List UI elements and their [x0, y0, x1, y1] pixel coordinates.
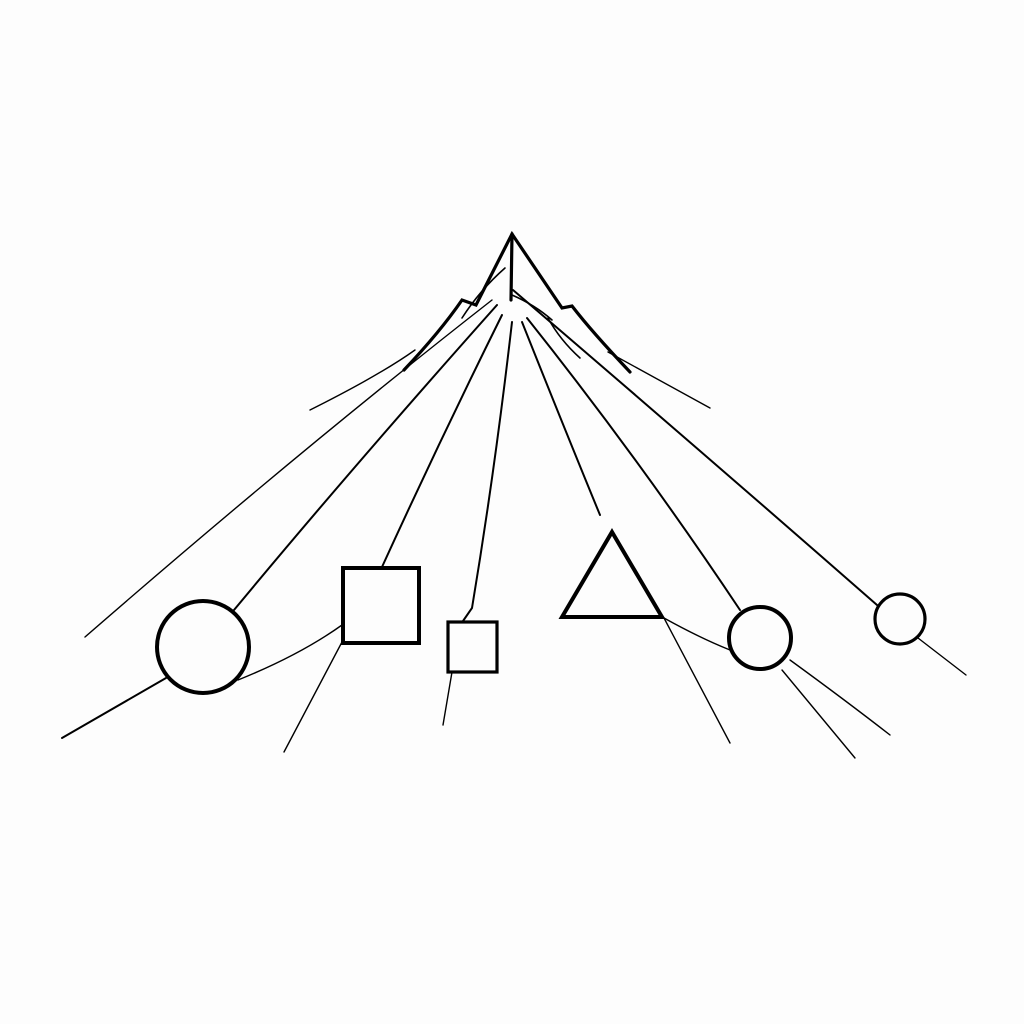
- peak-right-facet: [547, 317, 581, 359]
- small-square-icon: [446, 620, 499, 674]
- geometric-shapes: [155, 528, 927, 695]
- ray-to-triangle: [521, 321, 601, 516]
- ray-circle-to-square: [237, 624, 343, 681]
- large-square-icon: [341, 566, 421, 645]
- mountain-slopes: [309, 349, 711, 411]
- ray-to-small-circle: [512, 289, 878, 606]
- ray-medium-circle-tail-b: [789, 659, 891, 736]
- ray-small-square-tail: [442, 671, 453, 726]
- right-slope-line: [607, 351, 711, 409]
- ray-large-square-tail: [283, 641, 343, 753]
- ray-medium-circle-tail-a: [781, 669, 856, 759]
- peak-center-facet: [511, 294, 553, 321]
- ray-to-large-square: [381, 314, 503, 568]
- ray-triangle-tail: [663, 617, 731, 744]
- mountain-peak: [402, 230, 632, 374]
- ray-to-medium-circle: [526, 317, 741, 611]
- ray-to-large-circle: [233, 304, 498, 611]
- ray-far-left: [84, 299, 493, 638]
- ray-triangle-to-circle: [663, 617, 731, 651]
- triangle-icon: [558, 528, 666, 619]
- ray-small-circle-tail: [917, 637, 967, 676]
- medium-circle-icon: [727, 605, 793, 671]
- ray-lines: [61, 289, 967, 759]
- peak-outline: [402, 230, 632, 374]
- small-circle-icon: [873, 592, 927, 646]
- peak-center-ridge: [509, 232, 514, 302]
- large-circle-icon: [155, 599, 251, 695]
- peak-left-facet: [461, 267, 506, 319]
- ray-to-small-square: [462, 321, 513, 622]
- left-slope-line: [309, 349, 416, 411]
- ray-large-circle-tail: [61, 677, 167, 739]
